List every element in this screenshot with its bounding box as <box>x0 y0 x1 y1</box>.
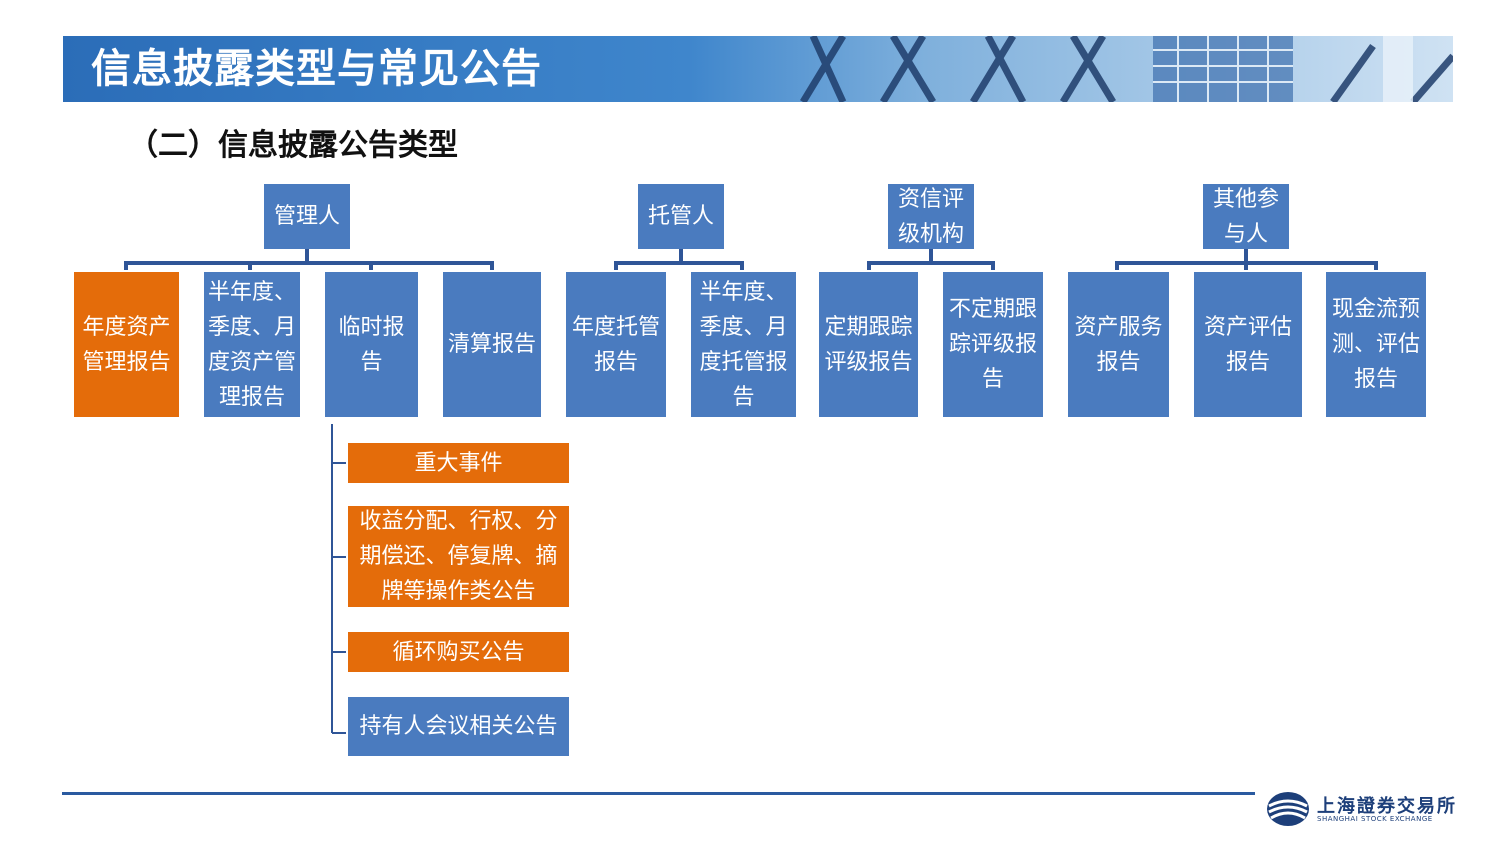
temp-item-label: 循环购买公告 <box>392 639 525 665</box>
report-annual-custody: 年度托管 报告 <box>566 272 666 417</box>
report-asset-servicing: 资产服务 报告 <box>1068 272 1169 417</box>
temp-item-label: 持有人会议相关公告 <box>359 714 558 739</box>
report-periodic-asset-management: 半年度、 季度、月 度资产管 理报告 <box>204 272 300 417</box>
report-label: 评级报告 <box>824 349 913 375</box>
report-label: 报告 <box>593 349 638 375</box>
report-label: 临时报告 <box>338 314 405 375</box>
report-label: 报告 <box>1353 367 1398 392</box>
category-label: 管理人 <box>273 204 340 229</box>
report-label: 报告 <box>1096 349 1141 375</box>
report-label: 管理报告 <box>82 349 171 375</box>
temp-item-revolving-purchase: 循环购买公告 <box>348 632 569 672</box>
category-label: 级机构 <box>897 221 964 247</box>
report-label: 季度、月 <box>699 314 788 340</box>
category-label: 托管人 <box>647 204 714 229</box>
report-label: 现金流预 <box>1331 297 1420 322</box>
report-label: 半年度、 <box>207 279 296 305</box>
title-bar: 信息披露类型与常见公告 <box>63 36 1453 102</box>
report-label: 测、评估 <box>1331 332 1420 357</box>
category-custodian: 托管人 <box>638 184 724 249</box>
report-liquidation: 清算报告 <box>443 272 541 417</box>
report-label: 踪评级报 <box>948 332 1037 357</box>
report-label: 资产服务 <box>1074 314 1163 340</box>
temp-item-holder-meeting: 持有人会议相关公告 <box>348 697 569 756</box>
temp-item-label: 期偿还、停复牌、摘 <box>359 544 558 569</box>
report-periodic-rating: 定期跟踪 评级报告 <box>819 272 918 417</box>
sse-logo: 上海證券交易所 SHANGHAI STOCK EXCHANGE <box>1265 790 1465 830</box>
report-label: 定期跟踪 <box>824 314 913 340</box>
report-label: 理报告 <box>218 384 285 410</box>
category-label: 其他参 <box>1212 186 1279 212</box>
category-rating-agency: 资信评 级机构 <box>888 184 974 249</box>
report-label: 报告 <box>1225 349 1270 375</box>
logo-text-en: SHANGHAI STOCK EXCHANGE <box>1317 815 1433 823</box>
temp-item-operational-notices: 收益分配、行权、分 期偿还、停复牌、摘 牌等操作类公告 <box>348 506 569 607</box>
page-title: 信息披露类型与常见公告 <box>91 46 542 92</box>
category-manager: 管理人 <box>264 184 350 249</box>
report-label: 半年度、 <box>699 279 788 305</box>
report-interim: 临时报告 <box>325 272 418 417</box>
logo-text-cn: 上海證券交易所 <box>1317 796 1457 817</box>
report-periodic-custody: 半年度、 季度、月 度托管报 告 <box>691 272 796 417</box>
report-asset-valuation: 资产评估 报告 <box>1194 272 1302 417</box>
report-label: 不定期跟 <box>948 297 1037 322</box>
category-label: 资信评 <box>897 186 964 212</box>
report-label: 告 <box>981 367 1004 392</box>
report-label: 年度托管 <box>571 314 660 340</box>
temp-item-label: 收益分配、行权、分 <box>359 509 558 534</box>
report-annual-asset-management: 年度资产 管理报告 <box>74 272 179 417</box>
report-label: 资产评估 <box>1203 314 1292 340</box>
building-decoration <box>800 36 1453 102</box>
temp-item-label: 牌等操作类公告 <box>381 579 536 604</box>
report-label: 年度资产 <box>82 314 171 340</box>
report-unscheduled-rating: 不定期跟 踪评级报 告 <box>943 272 1043 417</box>
sse-logo-icon <box>1267 792 1309 826</box>
category-label: 与人 <box>1223 221 1268 247</box>
section-subtitle: （二）信息披露公告类型 <box>128 128 458 163</box>
temp-item-major-events: 重大事件 <box>348 443 569 483</box>
report-label: 季度、月 <box>207 314 296 340</box>
temp-item-label: 重大事件 <box>414 450 503 476</box>
report-label: 度托管报 <box>699 349 788 375</box>
category-other-participants: 其他参 与人 <box>1203 184 1289 249</box>
footer-divider <box>62 792 1255 795</box>
report-label: 告 <box>732 384 755 410</box>
report-label: 度资产管 <box>207 349 296 375</box>
report-label: 清算报告 <box>447 332 536 357</box>
report-cashflow-forecast: 现金流预 测、评估 报告 <box>1326 272 1426 417</box>
